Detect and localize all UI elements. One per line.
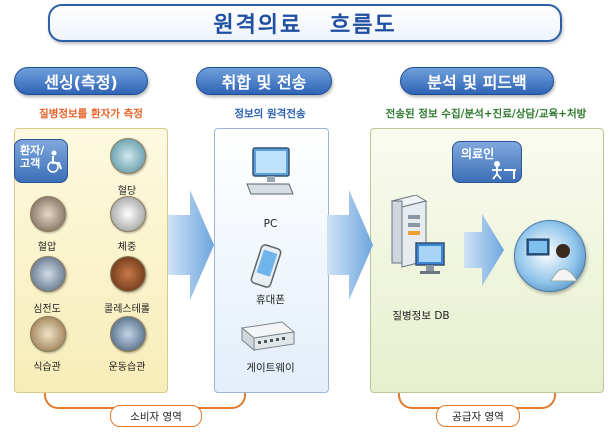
consumer-zone-label: 소비자 영역 [110, 405, 202, 427]
diagram-title: 원격의료 흐름도 [213, 7, 396, 39]
doctor-badge: 의료인 [452, 141, 522, 183]
diet-photo [30, 316, 66, 352]
device-label-pc: PC [214, 218, 327, 230]
sensing-label-blood-sugar: 혈당 [92, 182, 162, 197]
section-header-analysis-label: 분석 및 피드백 [427, 69, 526, 93]
section-subtitle-analysis: 전송된 정보 수집/분석+진료/상담/교육+처방 [362, 106, 610, 121]
section-subtitle-sensing: 질병정보를 환자가 측정 [0, 106, 182, 121]
wheelchair-icon [45, 150, 65, 174]
sensing-label-exercise: 운동습관 [92, 358, 162, 373]
sensing-label-cholesterol: 콜레스테롤 [92, 300, 162, 315]
sensing-label-weight: 체중 [92, 238, 162, 253]
section-header-sensing-label: 센싱(측정) [44, 69, 118, 93]
sensing-label-ecg: 심전도 [12, 300, 82, 315]
section-header-transmit-label: 취합 및 전송 [222, 69, 307, 93]
title-box: 원격의료 흐름도 [48, 4, 562, 42]
doctor-desk-icon [489, 160, 517, 180]
blood-sugar-photo [110, 138, 146, 174]
gateway-icon [238, 318, 298, 354]
section-header-sensing: 센싱(측정) [14, 67, 148, 95]
cholesterol-photo [110, 256, 146, 292]
blood-pressure-photo [30, 196, 66, 232]
doctor-monitor-icon [523, 233, 579, 283]
patient-badge: 환자/고객 [14, 139, 68, 183]
flow-arrow-1 [168, 190, 214, 300]
weight-photo [110, 196, 146, 232]
device-label-gateway: 게이트웨이 [214, 360, 327, 375]
section-header-analysis: 분석 및 피드백 [400, 67, 554, 95]
section-header-transmit: 취합 및 전송 [196, 67, 332, 95]
provider-zone-label: 공급자 영역 [436, 405, 520, 427]
sensing-label-blood-pressure: 혈압 [12, 238, 82, 253]
device-label-phone: 휴대폰 [214, 292, 327, 307]
mobile-phone-icon [246, 244, 286, 290]
pc-icon [245, 146, 295, 200]
section-subtitle-transmit: 정보의 원격전송 [200, 106, 340, 121]
doctor-photo [514, 220, 586, 292]
sensing-label-diet: 식습관 [12, 358, 82, 373]
exercise-photo [110, 316, 146, 352]
db-label: 질병정보 DB [376, 308, 466, 323]
ecg-photo [30, 256, 66, 292]
server-db-icon [386, 195, 448, 291]
flow-arrow-2 [327, 190, 373, 300]
flow-arrow-3 [464, 214, 504, 286]
